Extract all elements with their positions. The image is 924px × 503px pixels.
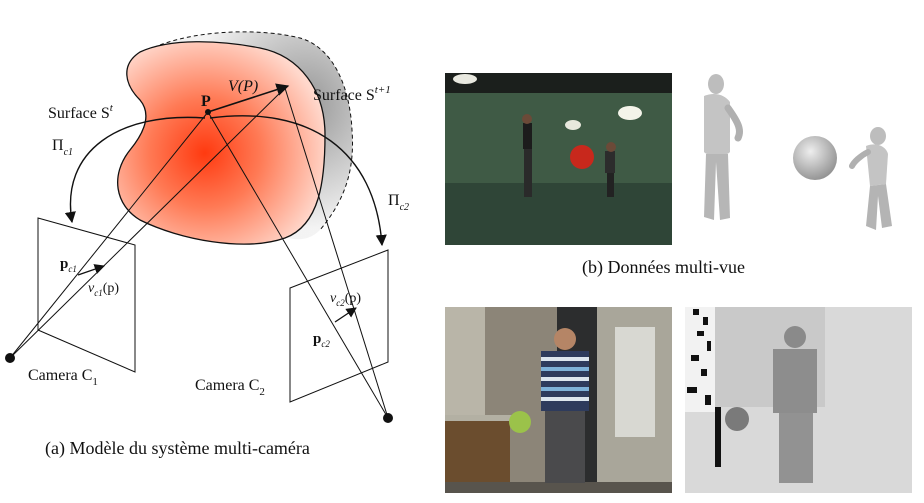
reconstruction-person-crouching xyxy=(849,127,892,230)
label-camera-1: Camera C1 xyxy=(28,367,98,388)
label-v-c1: vc1(p) xyxy=(88,281,119,298)
multi-camera-model-diagram: Surface St Surface St+1 P V(P) Πc1 Πc2 p… xyxy=(5,31,409,423)
motion-vector-V xyxy=(207,83,290,113)
point-P xyxy=(205,109,211,115)
camera-1-image-plane xyxy=(37,217,136,373)
ray-c1-to-P xyxy=(9,111,209,359)
ray-c2-to-P-next xyxy=(284,87,389,419)
multiview-studio-photo xyxy=(445,73,672,245)
surface-t-plus-1-outline xyxy=(159,31,353,231)
label-p-c1: pc1 xyxy=(60,256,77,274)
camera-1-center xyxy=(5,353,15,363)
caption-b: (b) Données multi-vue xyxy=(582,257,745,277)
surface-t-blob xyxy=(117,41,326,245)
image-flow-c1 xyxy=(77,264,105,276)
rgb-person-photo xyxy=(445,307,672,493)
label-surface-t1: Surface St+1 xyxy=(313,84,391,104)
label-camera-2: Camera C2 xyxy=(195,377,265,398)
caption-a: (a) Modèle du système multi-caméra xyxy=(45,438,310,458)
projection-arrow-c2 xyxy=(209,115,387,247)
label-surface-t: Surface St xyxy=(48,102,114,122)
camera-2-image-plane xyxy=(289,249,389,403)
label-p-c2: pc2 xyxy=(313,331,330,349)
label-V-P: V(P) xyxy=(228,78,258,95)
projection-arrow-c1 xyxy=(64,116,206,224)
reconstruction-person-standing xyxy=(704,74,744,220)
red-ball xyxy=(570,145,594,169)
label-proj-c2: Πc2 xyxy=(388,192,409,213)
camera-2-center xyxy=(383,413,393,423)
striped-sweater xyxy=(541,351,589,411)
reconstruction-ball xyxy=(793,136,837,180)
ray-c2-to-P xyxy=(207,111,389,419)
label-v-c2: vc2(p) xyxy=(330,291,361,308)
depth-map xyxy=(685,307,912,493)
label-proj-c1: Πc1 xyxy=(52,137,73,158)
label-P: P xyxy=(201,93,211,110)
green-ball xyxy=(509,411,531,433)
image-flow-c2 xyxy=(334,307,357,323)
ray-c1-to-P-next xyxy=(9,87,286,359)
